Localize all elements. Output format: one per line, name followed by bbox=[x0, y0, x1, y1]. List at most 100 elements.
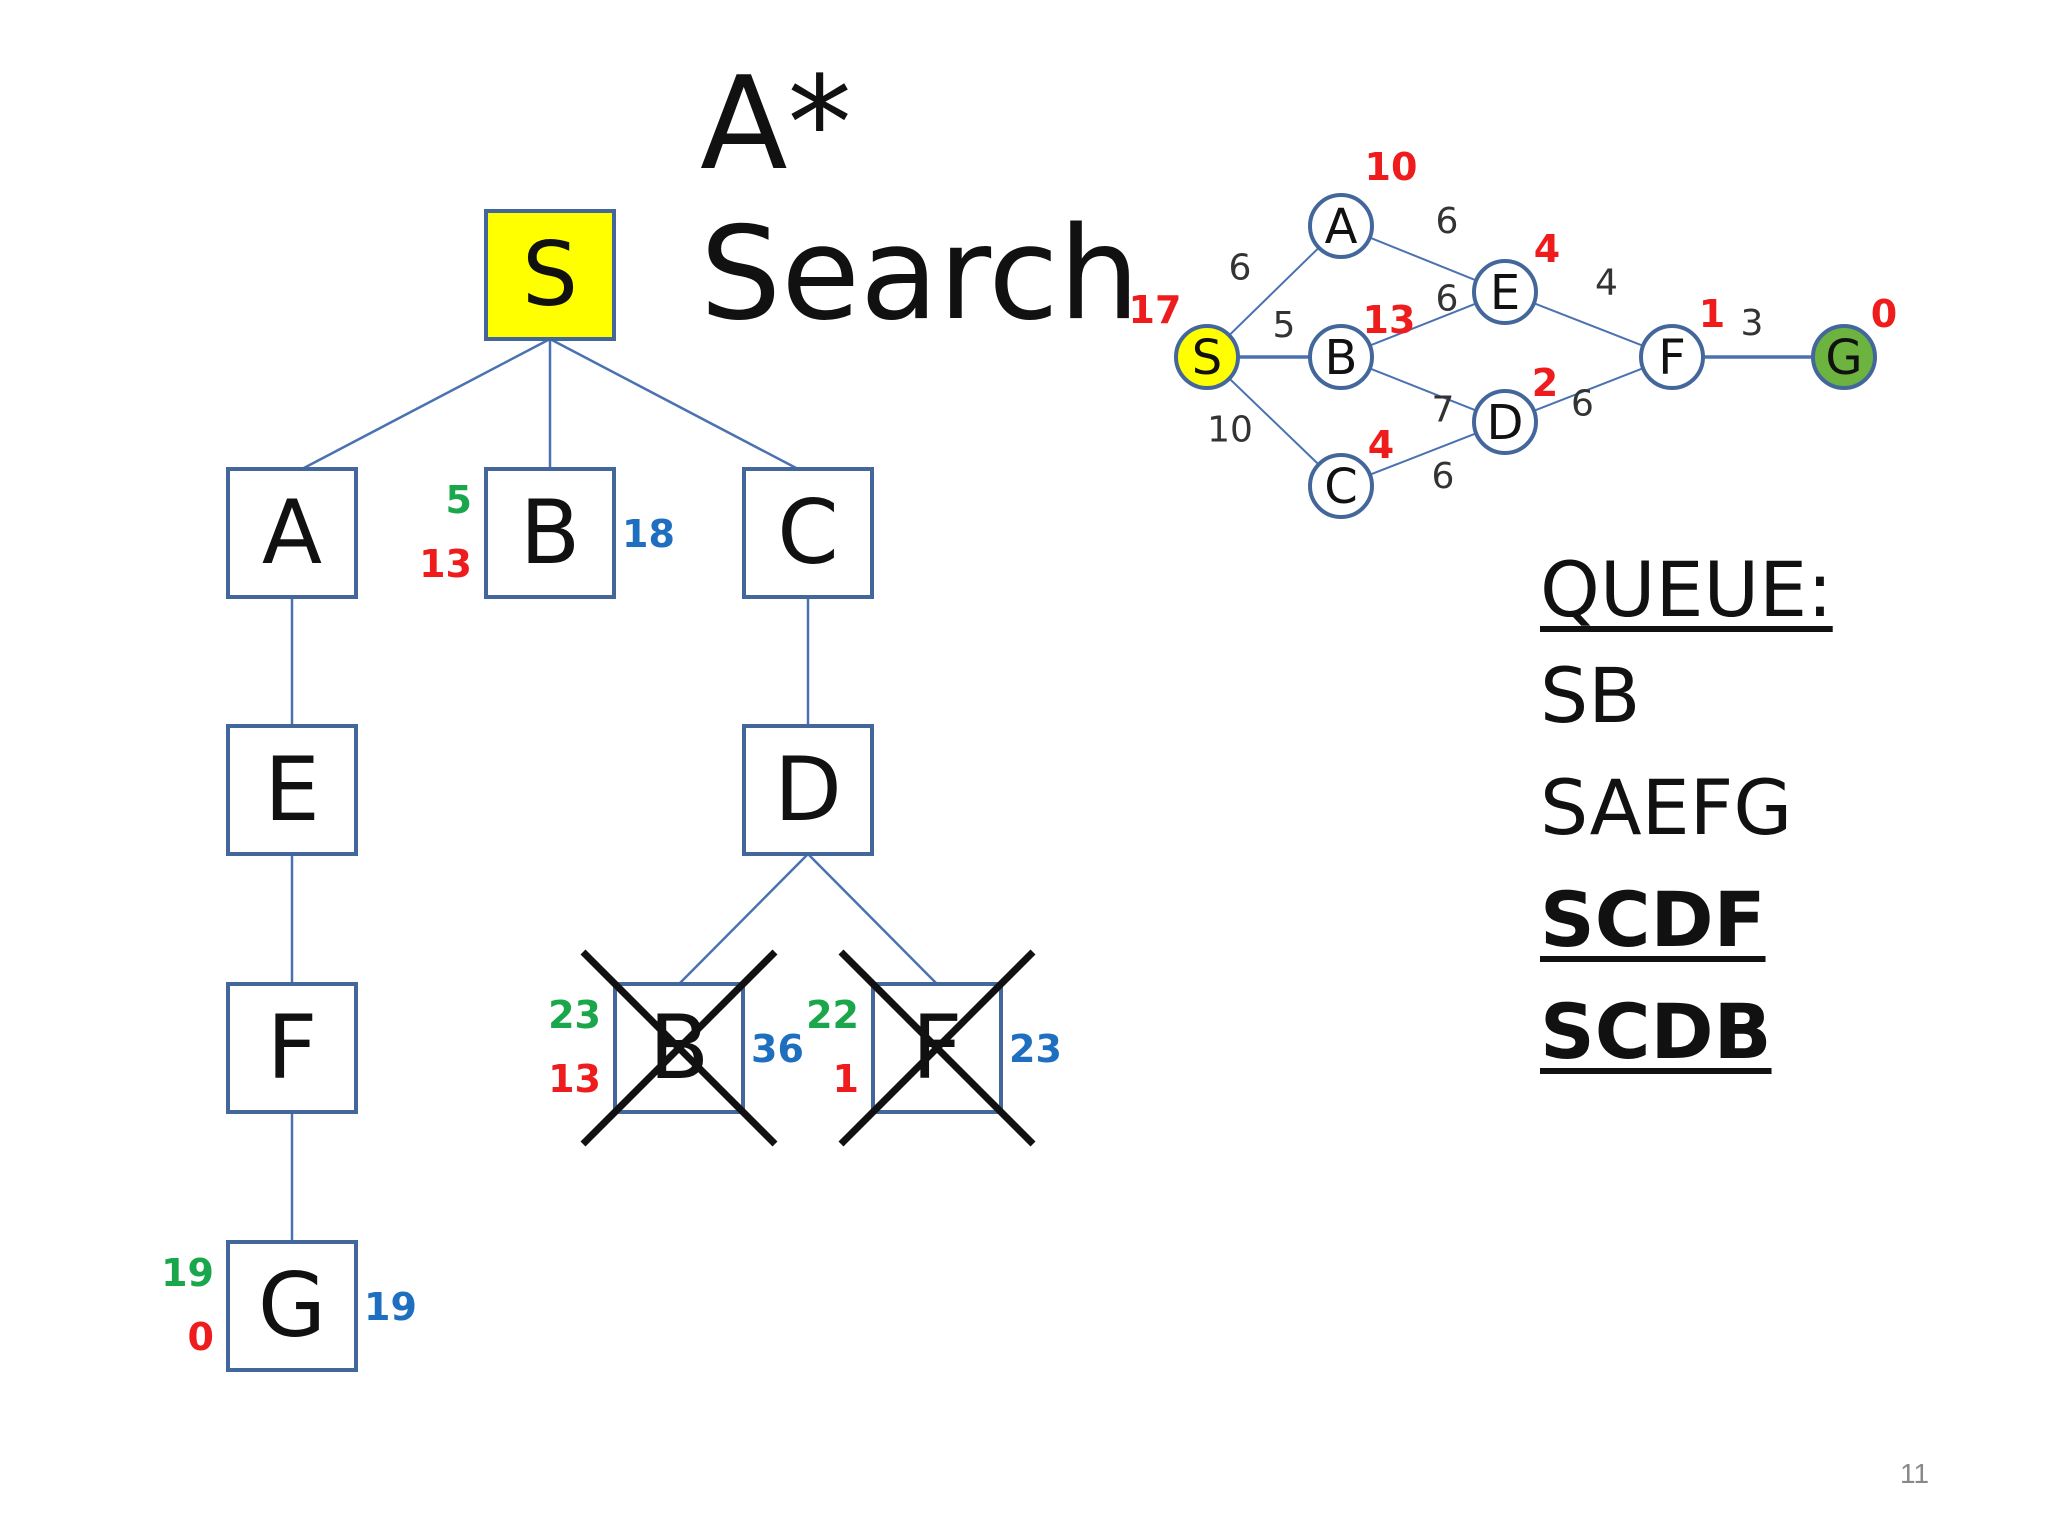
graph-edge bbox=[1533, 302, 1644, 347]
tree-node-label: A bbox=[262, 481, 322, 584]
tree-node-label: E bbox=[264, 738, 320, 841]
graph-node-circle bbox=[1472, 389, 1538, 455]
graph-node-s: S17 bbox=[1129, 288, 1240, 390]
tree-node-label: B bbox=[520, 481, 580, 584]
graph-node-e: E4 bbox=[1472, 227, 1560, 325]
graph-node-label: C bbox=[1324, 459, 1358, 515]
tree-node-f: F bbox=[226, 982, 358, 1114]
tree-node-box bbox=[484, 209, 616, 341]
graph-node-a: A10 bbox=[1308, 145, 1418, 259]
edge-weight-label: 6 bbox=[1436, 201, 1459, 242]
graph-node-d: D2 bbox=[1472, 361, 1558, 455]
heuristic-label: 13 bbox=[419, 542, 472, 586]
tree-node-label: G bbox=[258, 1254, 326, 1357]
edge-weight-label: 6 bbox=[1436, 279, 1459, 320]
graph-node-circle bbox=[1174, 324, 1240, 390]
edge-weight-label: 10 bbox=[1207, 410, 1253, 451]
tree-node-label: C bbox=[777, 481, 838, 584]
tree-node-box bbox=[226, 724, 358, 856]
graph-node-circle bbox=[1308, 324, 1374, 390]
path-cost-label: 5 bbox=[446, 478, 472, 522]
tree-node-db: B231336 bbox=[548, 949, 804, 1147]
graph-node-circle bbox=[1639, 324, 1705, 390]
graph-node-label: E bbox=[1490, 265, 1520, 321]
graph-heuristic-label: 0 bbox=[1871, 292, 1897, 336]
heuristic-label: 1 bbox=[833, 1057, 859, 1101]
graph-node-label: S bbox=[1192, 330, 1222, 386]
tree-node-box bbox=[226, 467, 358, 599]
total-cost-label: 23 bbox=[1009, 1027, 1062, 1071]
total-cost-label: 18 bbox=[622, 512, 675, 556]
graph-edge bbox=[1369, 236, 1477, 282]
graph-heuristic-label: 4 bbox=[1534, 227, 1560, 271]
edge-weight-label: 6 bbox=[1432, 456, 1455, 497]
graph-node-label: F bbox=[1658, 330, 1686, 386]
tree-node-label: D bbox=[774, 738, 842, 841]
total-cost-label: 36 bbox=[751, 1027, 804, 1071]
queue-item: SAEFG bbox=[1540, 763, 1793, 852]
heuristic-label: 0 bbox=[188, 1315, 214, 1359]
tree-node-box bbox=[742, 724, 874, 856]
total-cost-label: 19 bbox=[364, 1285, 417, 1329]
graph-node-b: B13 bbox=[1308, 298, 1416, 390]
graph-node-f: F1 bbox=[1639, 292, 1725, 390]
tree-node-e: E bbox=[226, 724, 358, 856]
graph-edge bbox=[1369, 367, 1477, 412]
tree-edge bbox=[549, 337, 799, 471]
tree-node-label: F bbox=[267, 996, 318, 1099]
graph-heuristic-label: 4 bbox=[1368, 423, 1394, 467]
edge-weight-label: 6 bbox=[1229, 248, 1252, 289]
graph-edge bbox=[1369, 432, 1477, 476]
tree-node-df: F22123 bbox=[806, 949, 1062, 1147]
heuristic-label: 13 bbox=[548, 1057, 601, 1101]
graph-node-label: A bbox=[1325, 199, 1358, 255]
slide-number: 11 bbox=[1900, 1458, 1930, 1489]
graph-edge bbox=[1228, 377, 1320, 466]
tree-node-s: S bbox=[484, 209, 616, 341]
path-cost-label: 22 bbox=[806, 993, 859, 1037]
tree-node-d: D bbox=[742, 724, 874, 856]
graph-edge bbox=[1533, 367, 1644, 412]
graph-heuristic-label: 17 bbox=[1129, 288, 1182, 332]
edge-weight-label: 6 bbox=[1571, 384, 1594, 425]
tree-node-a: A bbox=[226, 467, 358, 599]
path-cost-label: 19 bbox=[161, 1251, 214, 1295]
tree-edge bbox=[807, 853, 938, 985]
queue-header: QUEUE: bbox=[1540, 545, 1833, 634]
graph-heuristic-label: 1 bbox=[1699, 292, 1725, 336]
slide-title: A* Search bbox=[700, 50, 1140, 349]
graph-node-g: G0 bbox=[1811, 292, 1897, 390]
queue-item: SB bbox=[1540, 651, 1641, 740]
tree-node-b: B 5 13 18 bbox=[419, 467, 675, 599]
edge-weight-label: 5 bbox=[1273, 305, 1296, 346]
tree-node-box bbox=[226, 982, 358, 1114]
graph-edge bbox=[1369, 302, 1477, 347]
graph-node-circle bbox=[1811, 324, 1877, 390]
graph-edge bbox=[1228, 246, 1320, 337]
graph-heuristic-label: 13 bbox=[1363, 298, 1416, 342]
graph-node-circle bbox=[1308, 193, 1374, 259]
tree-node-box bbox=[226, 1240, 358, 1372]
edge-weight-label: 4 bbox=[1595, 263, 1618, 304]
tree-node-label: S bbox=[522, 223, 578, 326]
tree-node-g: G 19 0 19 bbox=[161, 1240, 417, 1372]
edge-weight-label: 3 bbox=[1741, 303, 1764, 344]
queue-panel: QUEUE: SB SAEFG SCDF SCDB bbox=[1540, 540, 1833, 1088]
queue-item: SCDB bbox=[1540, 987, 1772, 1076]
tree-node-c: C bbox=[742, 467, 874, 599]
cross-out-mark bbox=[838, 949, 1036, 1147]
graph-node-circle bbox=[1308, 453, 1374, 519]
graph-node-label: D bbox=[1487, 395, 1524, 451]
graph-heuristic-label: 2 bbox=[1532, 361, 1558, 405]
graph-heuristic-label: 10 bbox=[1365, 145, 1418, 189]
graph-node-label: B bbox=[1325, 330, 1358, 386]
path-cost-label: 23 bbox=[548, 993, 601, 1037]
graph-node-label: G bbox=[1825, 330, 1862, 386]
tree-edge bbox=[678, 853, 809, 985]
graph-node-c: C4 bbox=[1308, 423, 1394, 519]
cross-out-mark bbox=[580, 949, 778, 1147]
tree-node-box bbox=[742, 467, 874, 599]
